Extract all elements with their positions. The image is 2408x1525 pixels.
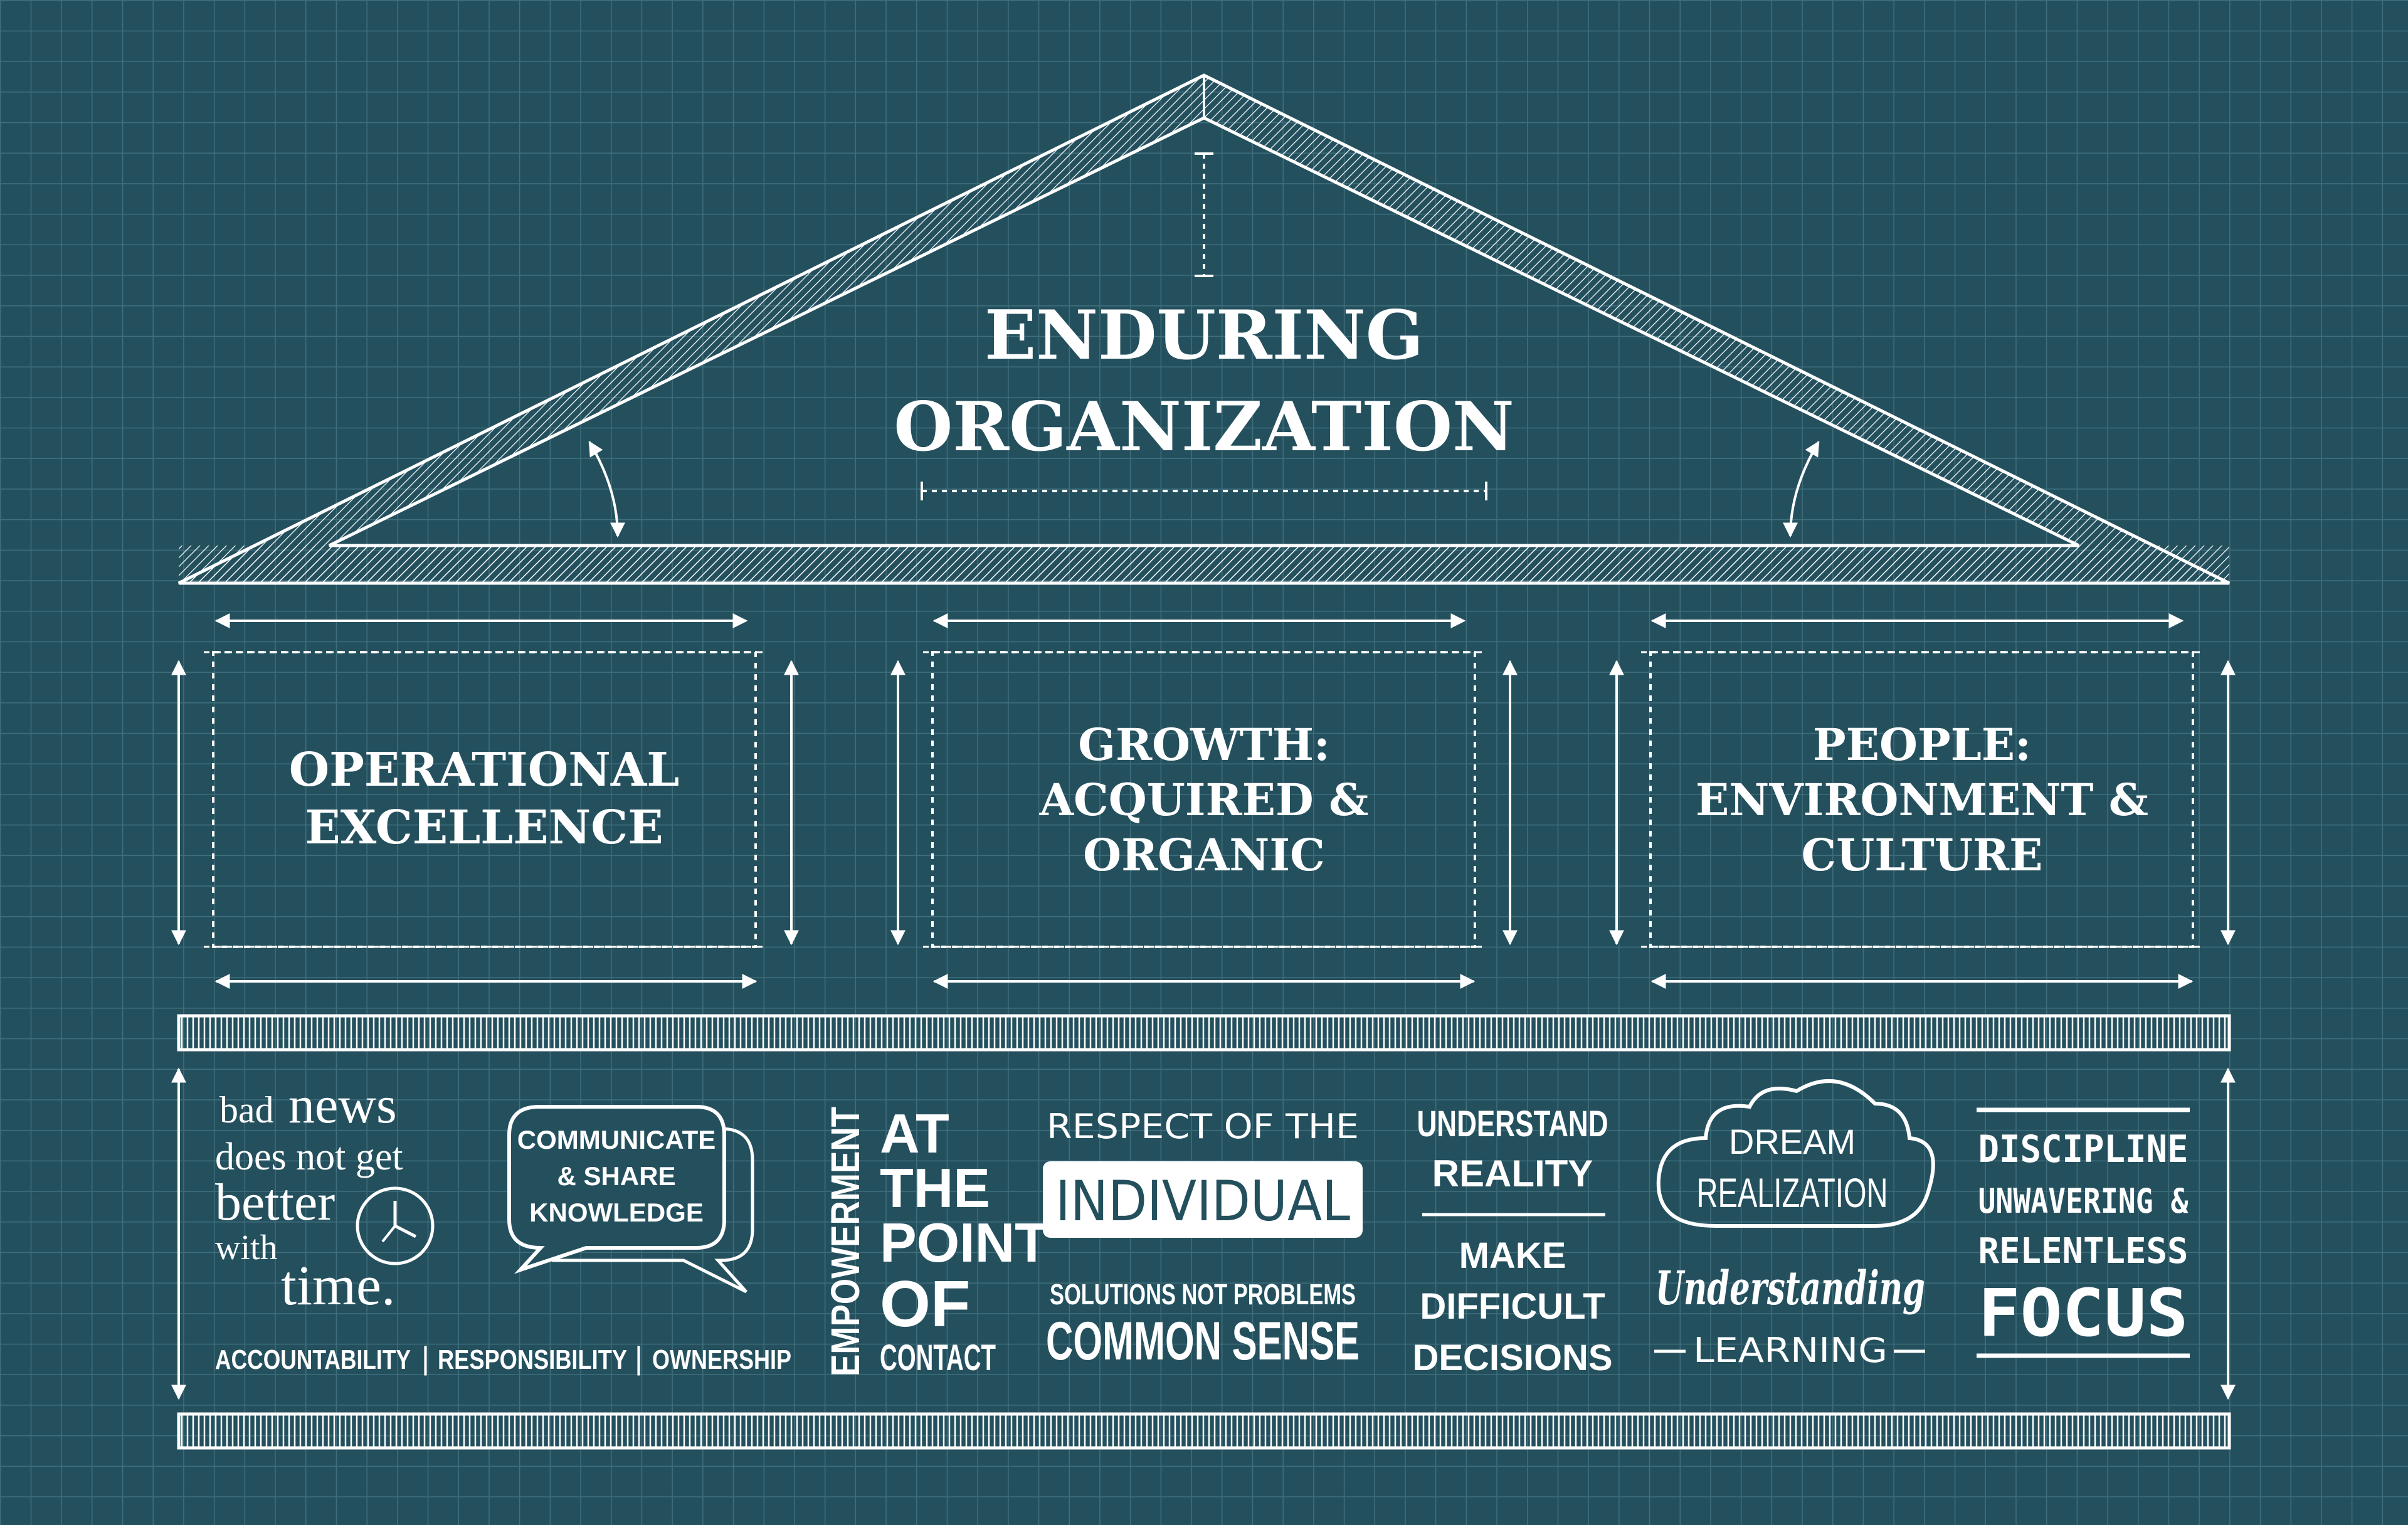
title-line-1: ENDURING xyxy=(985,296,1423,375)
speech-bubble-icon: COMMUNICATE & SHARE KNOWLEDGE xyxy=(507,1105,754,1294)
curved-arrow-right xyxy=(1783,440,1820,538)
discipline-block: DISCIPLINE UNWAVERING & RELENTLESS FOCUS xyxy=(1977,1107,2190,1358)
pillar-growth: GROWTH: ACQUIRED & ORGANIC xyxy=(890,613,1518,989)
empowerment-vertical: EMPOWERMENT xyxy=(823,1107,868,1376)
empowerment-line-2: THE xyxy=(880,1157,990,1219)
bubble-line-3: KNOWLEDGE xyxy=(529,1198,704,1227)
separator-2: | xyxy=(635,1341,643,1376)
pillar-1-line-2: EXCELLENCE xyxy=(305,801,663,855)
responsibility-text: RESPONSIBILITY xyxy=(438,1344,627,1375)
pillar-3-line-2: ENVIRONMENT & xyxy=(1696,774,2148,826)
empowerment-line-4: OF xyxy=(880,1268,970,1341)
individual-box xyxy=(1043,1161,1363,1238)
discipline-line-1: DISCIPLINE xyxy=(1978,1127,2189,1171)
reality-block: UNDERSTAND REALITY MAKE DIFFICULT DECISI… xyxy=(1412,1104,1612,1378)
accountability-line: ACCOUNTABILITY | RESPONSIBILITY | OWNERS… xyxy=(215,1341,791,1376)
respect-boxed: INDIVIDUAL xyxy=(1055,1169,1350,1233)
foundation-beam-bottom xyxy=(177,1412,2231,1450)
bubble-line-2: & SHARE xyxy=(557,1161,675,1191)
title-line-2: ORGANIZATION xyxy=(894,388,1514,467)
pillar-3-line-1: PEOPLE: xyxy=(1813,719,2031,771)
separator-1: | xyxy=(421,1341,430,1376)
respect-bottom: COMMON SENSE xyxy=(1046,1311,1360,1371)
reality-line-2: REALITY xyxy=(1432,1153,1593,1195)
roof xyxy=(177,73,2231,585)
pillar-2-line-3: ORGANIC xyxy=(1083,829,1325,881)
respect-sub: SOLUTIONS NOT PROBLEMS xyxy=(1050,1278,1356,1311)
empowerment-block: EMPOWERMENT AT THE POINT OF CONTACT xyxy=(823,1102,1048,1378)
clock-icon xyxy=(356,1186,435,1265)
reality-line-1: UNDERSTAND xyxy=(1417,1104,1608,1144)
pillar-3-line-3: CULTURE xyxy=(1802,829,2043,881)
dream-script: Understanding xyxy=(1656,1262,1925,1316)
news-word-2: news xyxy=(288,1076,397,1134)
foundation-beam-top xyxy=(177,1014,2231,1052)
pillar-operational-excellence: OPERATIONAL EXCELLENCE xyxy=(171,613,799,989)
dream-word-2: REALIZATION xyxy=(1697,1169,1888,1216)
empowerment-line-3: POINT xyxy=(880,1211,1048,1274)
dream-learning: LEARNING xyxy=(1693,1331,1888,1370)
pillar-2-line-1: GROWTH: xyxy=(1078,719,1330,771)
decisions-line-3: DECISIONS xyxy=(1412,1338,1612,1378)
dream-word-1: DREAM xyxy=(1729,1122,1856,1161)
discipline-line-2: UNWAVERING & xyxy=(1978,1181,2189,1221)
dream-block: DREAM REALIZATION Understanding LEARNING xyxy=(1654,1079,1935,1370)
news-word-5: with xyxy=(215,1228,278,1267)
news-word-6: time. xyxy=(281,1255,395,1317)
empowerment-line-1: AT xyxy=(880,1102,949,1164)
pillar-2-line-2: ACQUIRED & xyxy=(1039,774,1369,826)
curved-arrow-left xyxy=(588,440,625,538)
discipline-line-3: RELENTLESS xyxy=(1978,1231,2189,1272)
news-line-3: does not get xyxy=(215,1136,403,1178)
pillar-people: PEOPLE: ENVIRONMENT & CULTURE xyxy=(1609,613,2236,989)
bad-news-block: bad news does not get better with time. xyxy=(215,1076,435,1317)
ownership-text: OWNERSHIP xyxy=(652,1344,791,1375)
discipline-line-4: FOCUS xyxy=(1978,1275,2189,1351)
accountability-text: ACCOUNTABILITY xyxy=(215,1344,411,1375)
news-word-1: bad xyxy=(219,1089,274,1131)
bubble-line-1: COMMUNICATE xyxy=(517,1125,716,1154)
respect-block: RESPECT OF THE INDIVIDUAL SOLUTIONS NOT … xyxy=(1043,1107,1363,1371)
cloud-icon xyxy=(1656,1079,1935,1228)
decisions-line-1: MAKE xyxy=(1459,1235,1566,1276)
decisions-line-2: DIFFICULT xyxy=(1420,1286,1605,1327)
respect-top: RESPECT OF THE xyxy=(1047,1107,1359,1146)
news-word-4: better xyxy=(215,1173,335,1232)
empowerment-line-5: CONTACT xyxy=(880,1338,996,1378)
pillar-1-line-1: OPERATIONAL xyxy=(289,743,680,797)
